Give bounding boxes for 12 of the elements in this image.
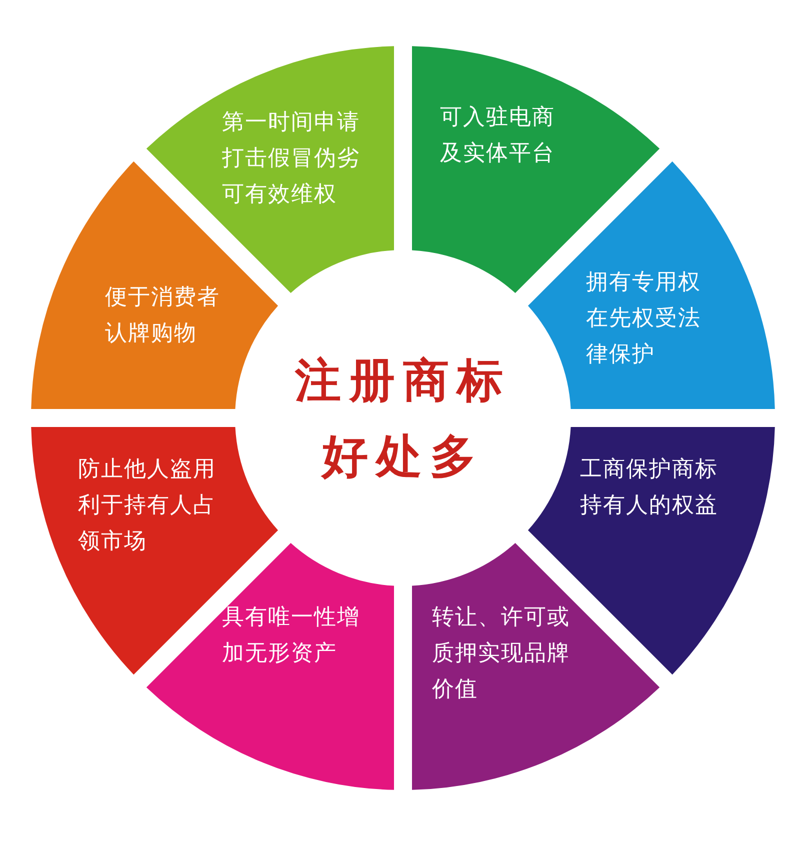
segment-label: 便于消费者认牌购物	[105, 284, 221, 348]
segment-label: 可入驻电商及实体平台	[440, 104, 556, 168]
ring-segment	[146, 542, 395, 790]
segment-label: 具有唯一性增加无形资产	[222, 604, 361, 668]
segment-label: 拥有专用权在先权受法律保护	[586, 269, 702, 369]
segment-label: 工商保护商标持有人的权益	[580, 456, 719, 520]
ring-segment	[527, 161, 775, 410]
segment-label: 防止他人盗用利于持有人占领市场	[78, 456, 217, 556]
center-title: 注册商标好处多	[294, 352, 512, 485]
segment-label: 转让、许可或质押实现品牌价值	[432, 604, 571, 704]
segment-label: 第一时间申请打击假冒伪劣可有效维权	[222, 109, 361, 209]
ring-segment	[412, 542, 660, 790]
